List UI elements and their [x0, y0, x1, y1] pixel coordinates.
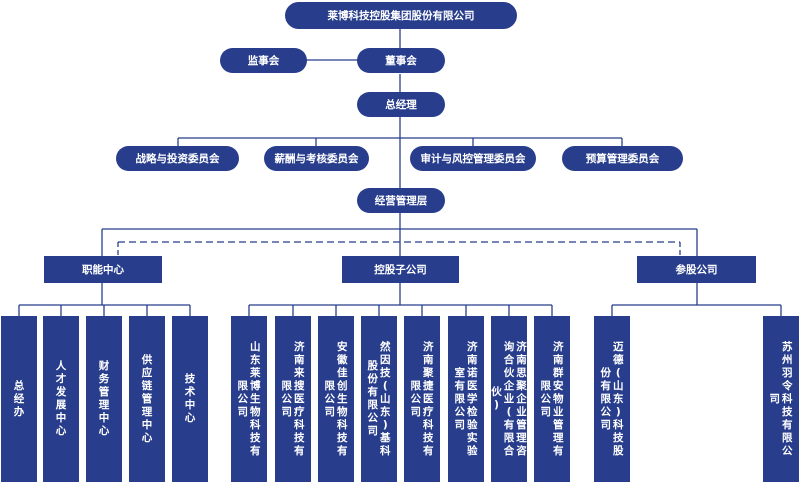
group-company-node[interactable]: 莱博科技控股集团股份有限公司: [285, 2, 517, 29]
subsidiary-unit-5[interactable]: 济南聚捷医疗科技有限公司: [404, 316, 440, 482]
subsidiary-unit-4[interactable]: 然因技(山东)基科股份有限公司: [361, 316, 397, 482]
functional-unit-5[interactable]: 技术中心: [172, 316, 208, 482]
category-subsidiaries[interactable]: 控股子公司: [342, 256, 459, 283]
functional-unit-1[interactable]: 总经办: [1, 316, 37, 482]
committee-strategy-investment[interactable]: 战略与投资委员会: [116, 146, 239, 171]
committee-compensation[interactable]: 薪酬与考核委员会: [264, 146, 369, 171]
supervisory-board-node[interactable]: 监事会: [220, 48, 307, 73]
affiliate-unit-1[interactable]: 迈德(山东)科技股份有限公司: [594, 316, 630, 482]
functional-unit-4[interactable]: 供应链管理中心: [129, 316, 165, 482]
affiliate-unit-2[interactable]: 苏州羽令科技有限公司: [763, 316, 799, 482]
category-affiliates[interactable]: 参股公司: [637, 256, 756, 283]
subsidiary-unit-1[interactable]: 山东莱博生物科技有限公司: [231, 316, 267, 482]
subsidiary-unit-6[interactable]: 济南诺医学检验实验室有限公司: [448, 316, 484, 482]
subsidiary-unit-7[interactable]: 济南思聚企业管理咨询合伙企业(有限合伙): [491, 316, 527, 482]
functional-unit-3[interactable]: 财务管理中心: [86, 316, 122, 482]
committee-budget[interactable]: 预算管理委员会: [562, 146, 683, 171]
management-node[interactable]: 经营管理层: [357, 188, 445, 213]
general-manager-node[interactable]: 总经理: [357, 92, 445, 117]
subsidiary-unit-2[interactable]: 济南来搜医疗科技有限公司: [275, 316, 311, 482]
category-functional-centers[interactable]: 职能中心: [44, 256, 162, 283]
functional-unit-2[interactable]: 人才发展中心: [43, 316, 79, 482]
subsidiary-unit-3[interactable]: 安徽佳创生物科技有限公司: [318, 316, 354, 482]
board-of-directors-node[interactable]: 董事会: [357, 48, 445, 73]
subsidiary-unit-8[interactable]: 济南群安物业管理有限公司: [534, 316, 570, 482]
committee-audit-risk[interactable]: 审计与风控管理委员会: [410, 146, 536, 171]
